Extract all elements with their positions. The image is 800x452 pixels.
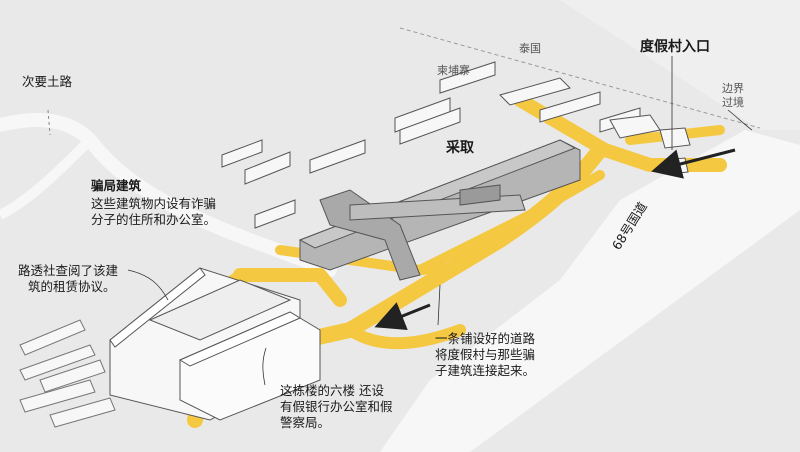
label-reuters-lease-1: 路透社查阅了该建 — [18, 263, 119, 278]
label-border-crossing-1: 边界 — [722, 82, 744, 95]
label-sixth-floor-3: 警察局。 — [280, 415, 331, 430]
thailand-area — [400, 0, 800, 130]
label-sixth-floor-2: 有假银行办公室和假 — [280, 399, 393, 414]
label-scam-buildings-desc-2: 分子的住所和办公室。 — [91, 212, 217, 227]
label-reuters-lease-2: 筑的租赁协议。 — [28, 279, 116, 294]
secondary-dirt-road — [0, 113, 337, 277]
label-secondary-dirt-road: 次要土路 — [22, 74, 73, 89]
country-border — [399, 27, 761, 129]
scam-buildings — [221, 61, 641, 229]
secondary-dirt-road-branch — [0, 136, 94, 220]
label-resort-entrance: 度假村入口 — [640, 39, 710, 55]
label-scam-buildings-desc-1: 这些建筑物内设有诈骗 — [91, 196, 217, 211]
label-border-crossing-2: 过境 — [722, 96, 744, 109]
large-building — [109, 267, 321, 421]
dirt-road-dashed — [47, 109, 51, 136]
label-seized: 采取 — [446, 140, 474, 156]
entrance-arrow — [651, 148, 736, 179]
label-paved-road-1: 一条铺设好的道路 — [435, 331, 536, 346]
label-paved-road-3: 子建筑连接起来。 — [435, 363, 536, 378]
road-arrow — [374, 302, 431, 331]
label-cambodia: 柬埔寨 — [437, 64, 470, 77]
small-buildings-west — [19, 319, 116, 428]
label-sixth-floor-1: 这栋楼的六楼 还设 — [280, 383, 384, 398]
highway-68 — [380, 130, 800, 452]
label-thailand: 泰国 — [519, 42, 541, 55]
label-paved-road-2: 将度假村与那些骗 — [435, 347, 536, 362]
label-scam-buildings-title: 骗局建筑 — [91, 178, 142, 193]
seized-building — [298, 139, 581, 281]
leader-lines — [127, 56, 753, 386]
